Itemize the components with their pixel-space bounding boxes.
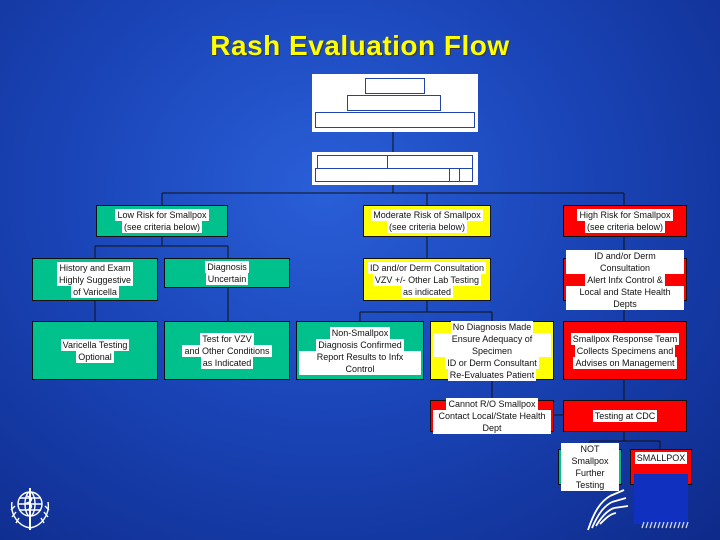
no-diagnosis-line-2: Ensure Adequacy of Specimen: [433, 332, 551, 357]
no-diagnosis-line-4: Re-Evaluates Patient: [447, 368, 537, 381]
testing-cdc-box: Testing at CDC: [563, 400, 687, 432]
no-diagnosis-line-1: No Diagnosis Made: [450, 320, 534, 333]
moderate-risk-criteria: (see criteria below): [386, 221, 468, 233]
non-smallpox-line-2: Diagnosis Confirmed: [316, 338, 404, 351]
high-consult-box: ID and/or Derm Consultation Alert Infx C…: [563, 249, 687, 310]
cannot-line-1: Cannot R/O Smallpox: [446, 398, 538, 410]
who-emblem-icon: [10, 488, 50, 530]
history-line-1: History and Exam: [57, 261, 133, 274]
history-line-3: of Varicella: [71, 285, 119, 298]
mod-consult-line-3: as indicated: [400, 285, 454, 298]
mod-consult-line-1: ID and/or Derm Consultation: [367, 261, 487, 274]
cannot-ro-box: Cannot R/O Smallpox Contact Local/State …: [430, 398, 554, 434]
history-line-2: Highly Suggestive: [56, 273, 134, 286]
response-team-box: Smallpox Response Team Collects Specimen…: [563, 321, 687, 380]
high-risk-title: High Risk for Smallpox: [577, 209, 673, 221]
diagnosis-uncertain-box: Diagnosis Uncertain: [164, 258, 290, 288]
uncertain-line-1: Diagnosis: [205, 261, 249, 273]
top-block-stack: [312, 74, 478, 132]
not-smallpox-box: NOT Smallpox Further Testing: [558, 443, 622, 491]
moderate-risk-title: Moderate Risk of Smallpox: [371, 209, 483, 221]
high-risk-criteria: (see criteria below): [584, 221, 666, 233]
low-risk-title: Low Risk for Smallpox: [115, 209, 209, 221]
high-consult-line-1: ID and/or Derm Consultation: [566, 249, 684, 274]
not-smallpox-line-2: Further Testing: [561, 467, 619, 491]
team-line-2: Collects Specimens and: [574, 344, 676, 357]
low-risk-header: Low Risk for Smallpox (see criteria belo…: [96, 205, 228, 237]
non-smallpox-line-3: Report Results to Infx Control: [299, 350, 421, 375]
varicella-line-2: Optional: [76, 350, 114, 363]
vzv-line-2: and Other Conditions: [182, 344, 272, 357]
no-diagnosis-line-3: ID or Derm Consultant: [445, 356, 539, 369]
hhs-eagle-icon: [587, 474, 689, 531]
team-line-3: Advises on Management: [573, 356, 677, 369]
cannot-line-2: Contact Local/State Health Dept: [433, 410, 551, 434]
varicella-line-1: Varicella Testing: [60, 338, 130, 351]
non-smallpox-box: Non-Smallpox Diagnosis Confirmed Report …: [296, 321, 424, 380]
page-title: Rash Evaluation Flow: [210, 30, 510, 61]
mod-consult-line-2: VZV +/- Other Lab Testing: [372, 273, 482, 286]
team-line-1: Smallpox Response Team: [570, 332, 680, 345]
history-exam-box: History and Exam Highly Suggestive of Va…: [32, 258, 158, 301]
vzv-line-3: as Indicated: [200, 356, 254, 369]
varicella-testing-box: Varicella Testing Optional: [32, 321, 158, 380]
low-risk-criteria: (see criteria below): [121, 221, 203, 233]
high-consult-line-2: Alert Infx Control &: [585, 273, 665, 286]
smallpox-label: SMALLPOX: [634, 452, 688, 464]
uncertain-line-2: Uncertain: [205, 273, 249, 285]
moderate-risk-header: Moderate Risk of Smallpox (see criteria …: [363, 205, 491, 237]
no-diagnosis-box: No Diagnosis Made Ensure Adequacy of Spe…: [430, 320, 554, 381]
not-smallpox-line-1: NOT Smallpox: [561, 443, 619, 467]
high-risk-header: High Risk for Smallpox (see criteria bel…: [563, 205, 687, 237]
testing-cdc-label: Testing at CDC: [592, 410, 658, 422]
non-smallpox-line-1: Non-Smallpox: [329, 326, 391, 339]
test-vzv-box: Test for VZV and Other Conditions as Ind…: [164, 321, 290, 380]
mid-block-stack: [312, 152, 478, 185]
moderate-consult-box: ID and/or Derm Consultation VZV +/- Othe…: [363, 258, 491, 301]
high-consult-line-3: Local and State Health Depts: [566, 285, 684, 310]
vzv-line-1: Test for VZV: [200, 332, 254, 345]
